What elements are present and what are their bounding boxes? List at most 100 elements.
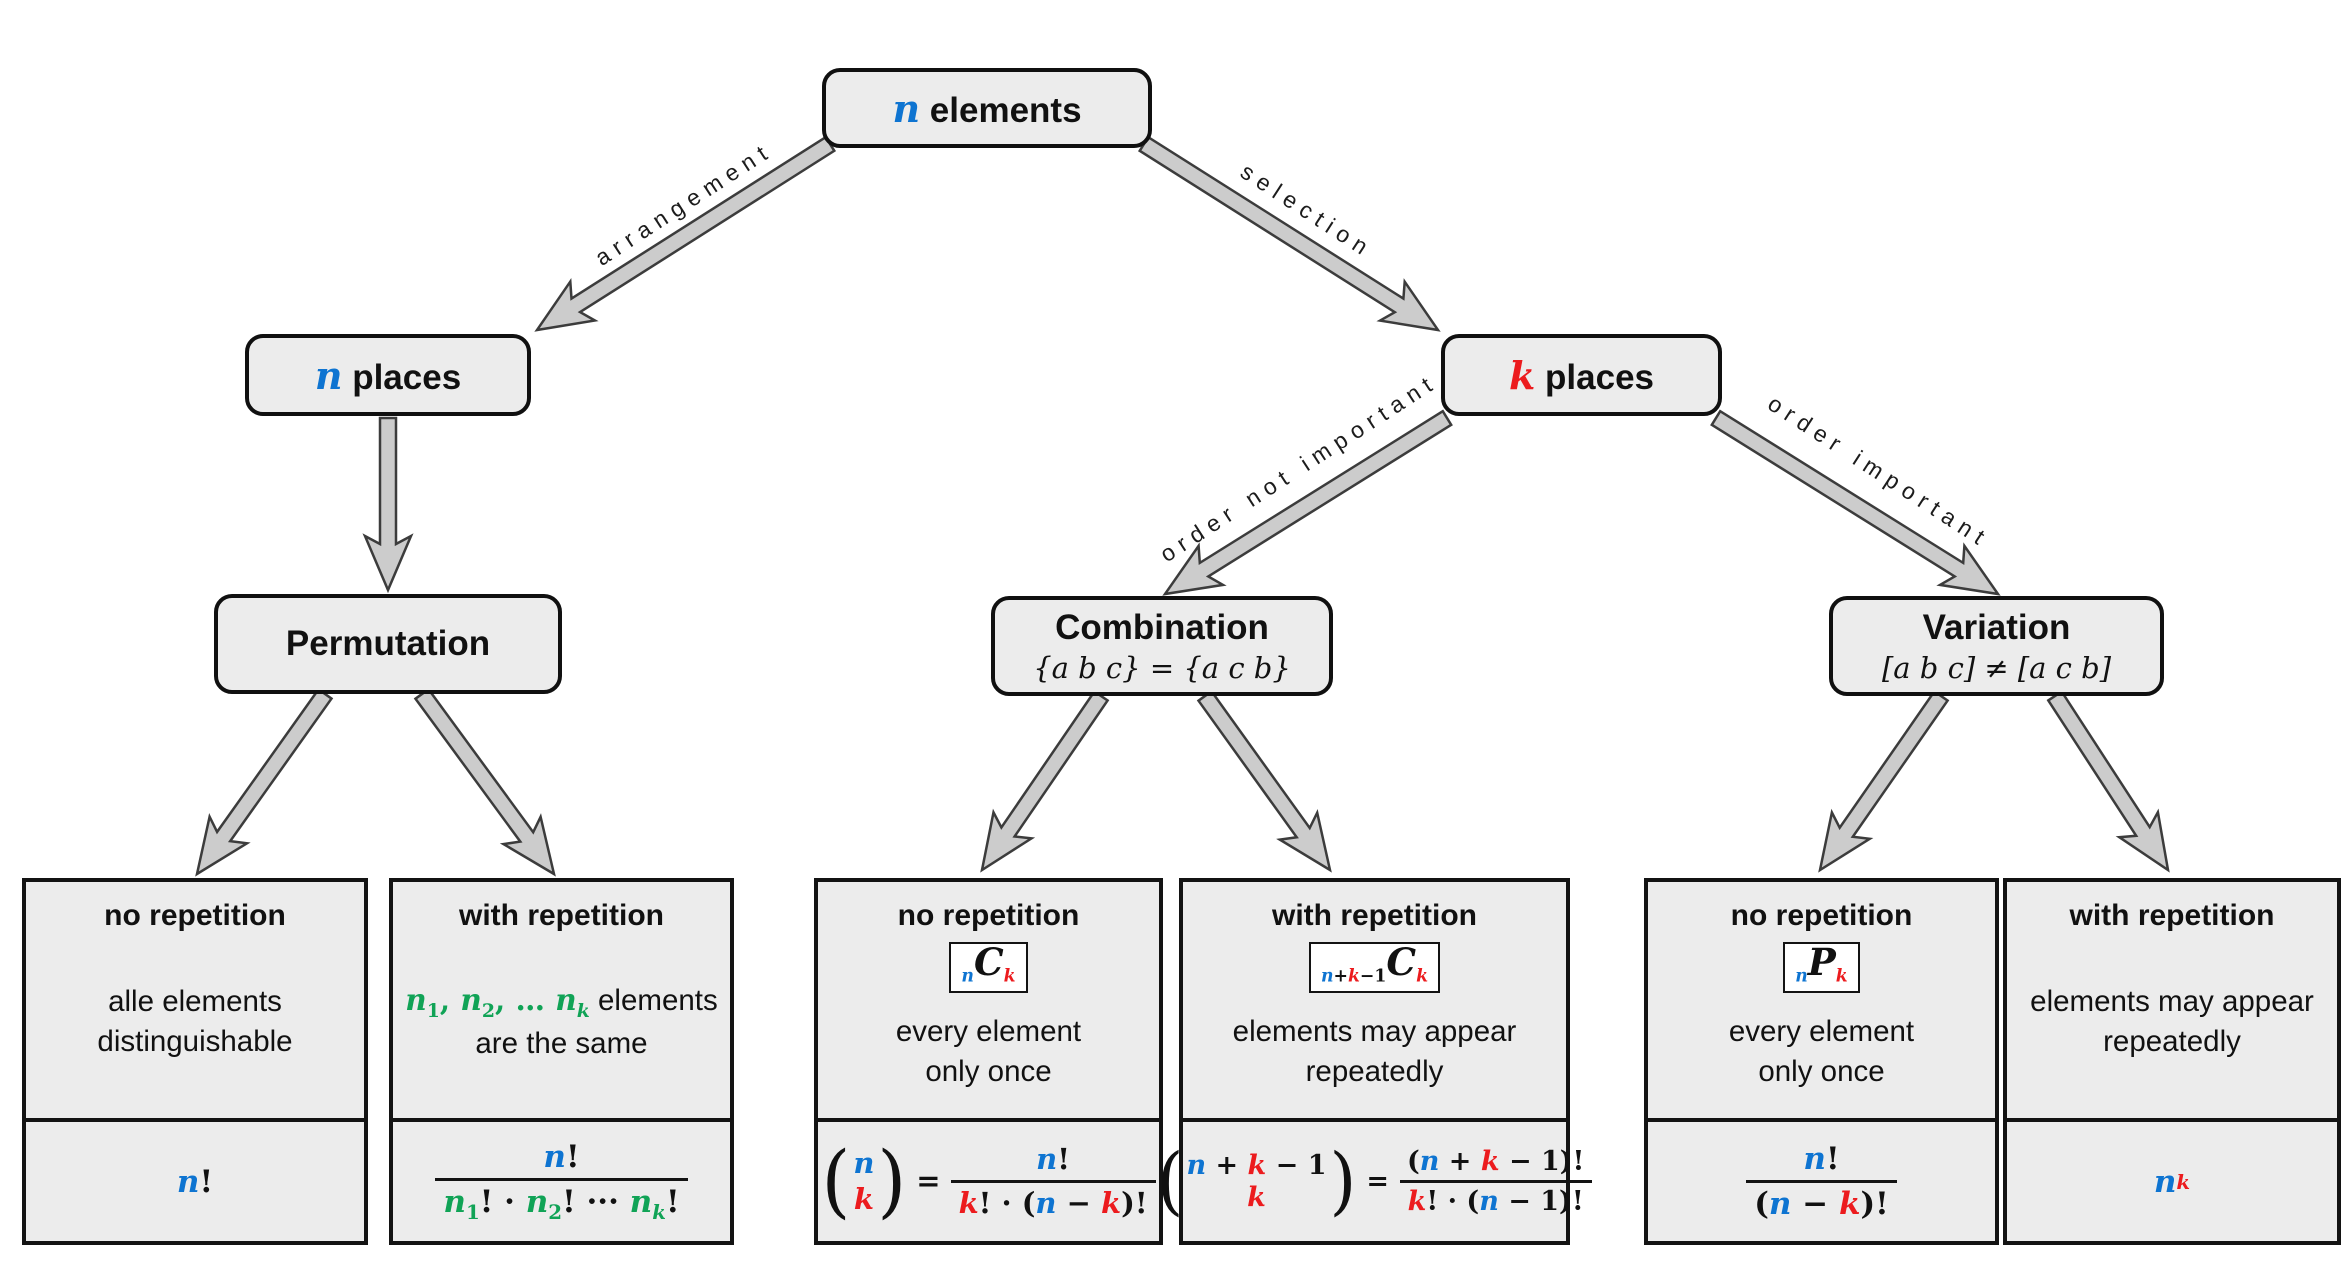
node-combination: Combination {a b c} = {a c b} (991, 596, 1333, 696)
math-token: k (1480, 1146, 1500, 1177)
math-token: + (1206, 1149, 1248, 1181)
arrow-n-places-to-permutation (362, 416, 414, 594)
var-k: k (1508, 352, 1536, 398)
math-token: ( (1754, 1186, 1769, 1222)
card-title: with repetition (459, 899, 664, 932)
math-token: ! · ( (978, 1186, 1036, 1220)
math-token: k (1835, 966, 1848, 987)
description-line: are the same (475, 1024, 647, 1064)
math-token: ! (1825, 1141, 1840, 1177)
math-token: , … (494, 981, 556, 1017)
math-token: + (1333, 966, 1348, 987)
math-token: n (443, 1183, 466, 1220)
math-token: k (1101, 1186, 1122, 1220)
description-line: elements may appear (1233, 1012, 1517, 1052)
card-title: with repetition (1272, 899, 1477, 932)
math-token: n (405, 981, 427, 1017)
math-token: n (629, 1183, 653, 1220)
node-n-places-text: places (342, 357, 462, 397)
math-token: n (961, 966, 974, 987)
math-token: k (1003, 966, 1016, 987)
description-line: every element (896, 1012, 1081, 1052)
math-token: ( (1406, 1146, 1420, 1177)
arrow-permutation-right (413, 687, 556, 877)
node-permutation-title: Permutation (285, 624, 491, 663)
math-token: repeatedly (1305, 1054, 1444, 1088)
card-title: no repetition (104, 899, 286, 932)
description-line: alle elements (108, 982, 282, 1022)
description-line: repeatedly (2103, 1022, 2241, 1062)
math-token: only once (1758, 1054, 1885, 1088)
card-formula: n! (26, 1122, 364, 1241)
node-k-places-title: k places (1509, 353, 1654, 398)
math-token: ! · (479, 1183, 526, 1220)
arrow-order-important (1710, 409, 2001, 596)
math-token: , (439, 981, 461, 1017)
description-line: only once (925, 1052, 1051, 1092)
math-token: only once (925, 1054, 1052, 1088)
description-line: n1, n2, … nk elements (405, 980, 717, 1024)
var-n: n (314, 352, 343, 398)
math-token: k (1407, 1186, 1427, 1217)
math-token: 1 (465, 1200, 480, 1225)
card-description: elements may appear repeatedly (1233, 993, 1517, 1118)
node-permutation: Permutation (214, 594, 562, 694)
math-token: k (1416, 966, 1429, 987)
node-n-places-title: n places (315, 353, 461, 398)
math-token: n (2153, 1163, 2177, 1200)
math-token: 2 (548, 1200, 563, 1225)
card-formula: n!(n − k)! (1648, 1122, 1995, 1241)
math-token: ! (565, 1138, 580, 1175)
math-token: = (1366, 1166, 1389, 1197)
card-description: elements may appear repeatedly (2030, 933, 2314, 1118)
math-token: distinguishable (97, 1024, 293, 1058)
arrow-arrangement (534, 135, 837, 332)
symbol-chip-variation-no-repetition: nPk (1783, 942, 1860, 994)
math-token: )! (1860, 1186, 1889, 1222)
math-token: n (1419, 1146, 1440, 1177)
math-token: n (1320, 966, 1334, 987)
description-line: elements may appear (2030, 982, 2314, 1022)
math-token: − (1791, 1186, 1839, 1222)
math-token: n (1479, 1186, 1499, 1217)
math-token: n (176, 1163, 200, 1200)
math-token: k (1839, 1186, 1861, 1222)
math-token: k (576, 999, 590, 1022)
math-token: elements may appear (2030, 984, 2314, 1018)
node-variation-subtitle: [a b c] ≠ [a c b] (1881, 650, 2112, 685)
card-title: no repetition (897, 899, 1080, 932)
var-n: n (892, 85, 921, 131)
math-token: 1 (426, 999, 440, 1022)
math-token: n (1035, 1186, 1057, 1220)
math-token: 2 (481, 999, 495, 1022)
fraction: n!k! · (n − k)! (950, 1142, 1156, 1221)
math-token: k (958, 1186, 979, 1220)
math-token: C (1386, 940, 1417, 984)
math-token: − 1 (1266, 1149, 1327, 1181)
description-line: repeatedly (1306, 1052, 1444, 1092)
symbol-chip-combination-no-repetition: nCk (949, 942, 1028, 994)
math-token: elements may appear (1232, 1015, 1517, 1049)
math-token: are the same (475, 1026, 648, 1060)
math-token: − (1056, 1186, 1102, 1220)
description-line: only once (1758, 1052, 1884, 1092)
node-k-places: k places (1441, 334, 1722, 416)
node-n-elements-title: n elements (892, 86, 1081, 131)
math-token: k (853, 1181, 874, 1216)
math-token: n (555, 981, 577, 1017)
node-n-places: n places (245, 334, 531, 416)
description-line: every element (1729, 1012, 1914, 1052)
